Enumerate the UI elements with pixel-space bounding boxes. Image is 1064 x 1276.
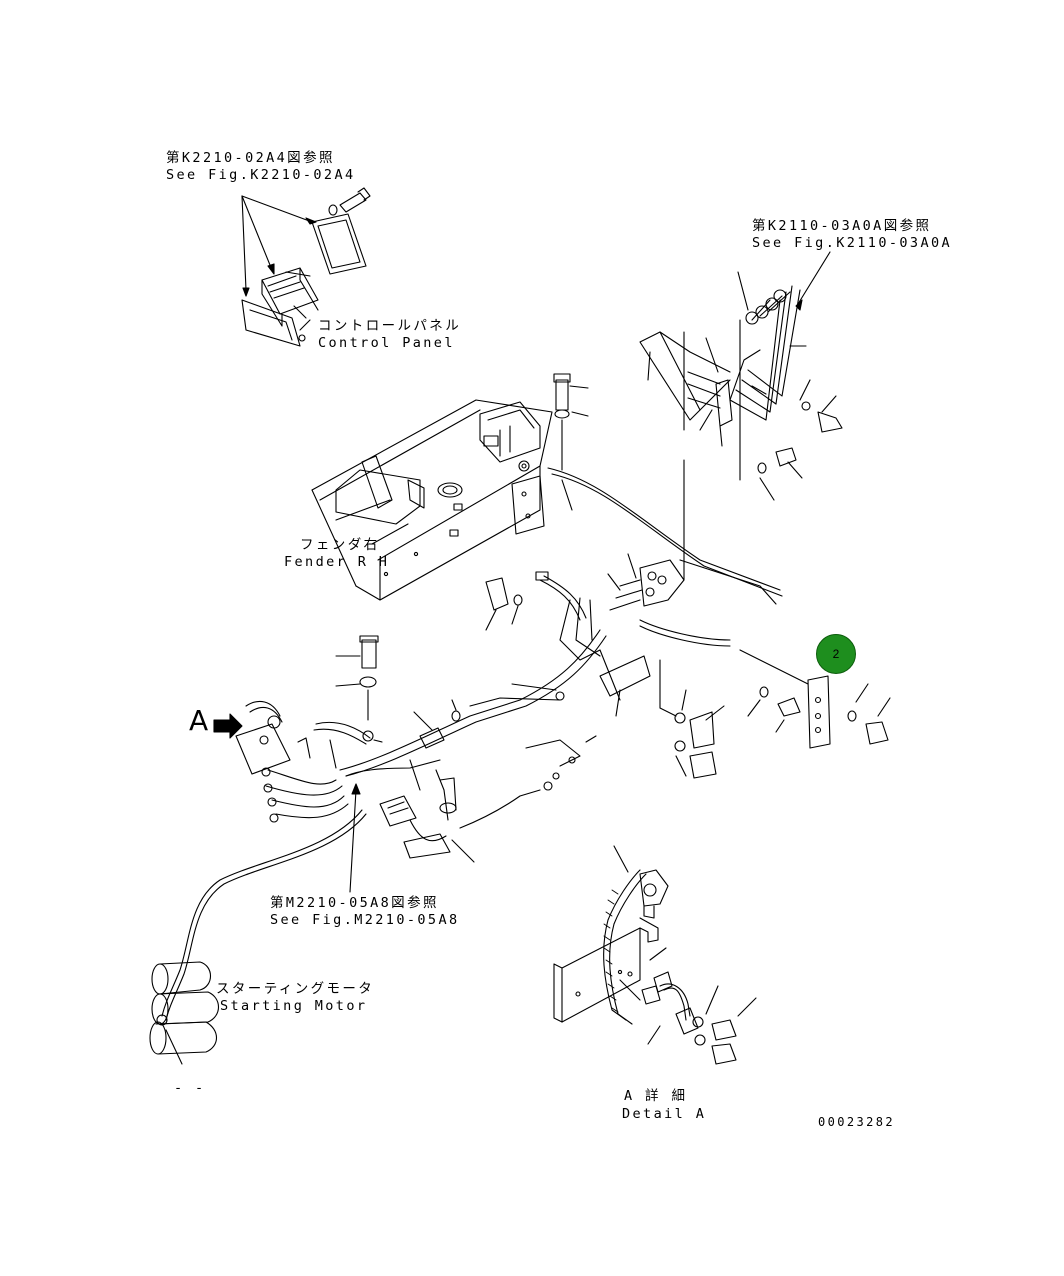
central-harness — [313, 467, 891, 779]
label-control-panel-jp: コントロールパネル — [318, 318, 462, 334]
label-detail-a-jp: A 詳 細 — [624, 1088, 688, 1104]
callout-top-left-en: See Fig.K2210-02A4 — [166, 167, 356, 183]
view-letter-a: A — [189, 704, 209, 737]
callout-top-right-jp: 第K2110-03A0A図参照 — [752, 218, 932, 234]
label-fender-en: Fender R H — [284, 554, 390, 570]
callout-middle-jp: 第M2210-05A8図参照 — [270, 895, 439, 911]
label-fender-jp: フェンダ右 — [300, 537, 380, 553]
callout-top-left-jp: 第K2210-02A4図参照 — [166, 150, 335, 166]
label-control-panel-en: Control Panel — [318, 335, 455, 351]
dash-mark: - - — [174, 1080, 206, 1096]
part-number-badge[interactable]: 2 — [816, 634, 856, 674]
control-panel-group — [241, 187, 371, 347]
label-starting-motor-en: Starting Motor — [220, 998, 368, 1014]
left-harness-bundle — [213, 700, 597, 893]
drawing-number: 00023282 — [818, 1115, 895, 1129]
starting-motor-cable — [156, 809, 367, 1065]
starting-motor — [149, 961, 220, 1055]
callout-top-right-en: See Fig.K2110-03A0A — [752, 235, 953, 251]
upper-right-harness — [639, 251, 843, 581]
callout-middle-en: See Fig.M2210-05A8 — [270, 912, 460, 928]
label-detail-a-en: Detail A — [622, 1106, 707, 1122]
fender-rh — [311, 373, 589, 601]
label-starting-motor-jp: スターティングモータ — [216, 981, 375, 997]
detail-a-assembly — [553, 845, 757, 1065]
